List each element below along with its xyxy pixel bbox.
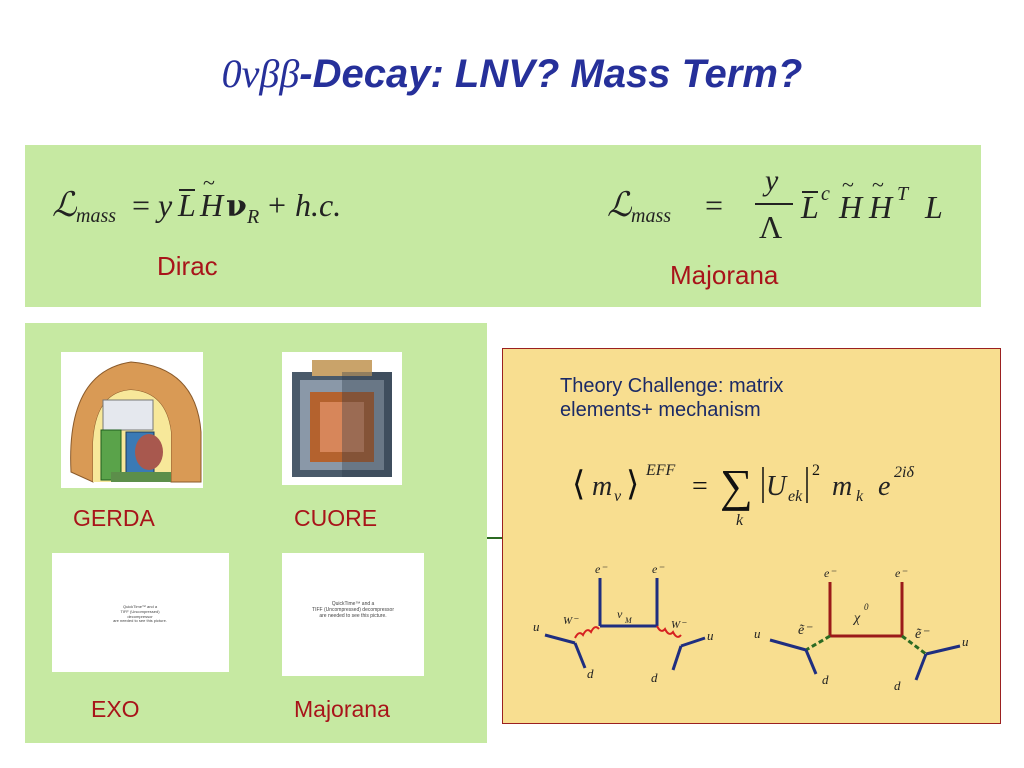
svg-text:W⁻: W⁻: [671, 619, 687, 631]
svg-text:ν: ν: [226, 189, 247, 224]
svg-text:L: L: [177, 187, 196, 223]
svg-text:e⁻: e⁻: [595, 562, 608, 576]
svg-text:2: 2: [812, 462, 820, 479]
svg-text:d: d: [894, 678, 901, 693]
svg-text:ℒ: ℒ: [52, 187, 78, 224]
svg-text:H: H: [838, 189, 864, 225]
svg-text:L: L: [924, 189, 943, 225]
svg-text:W⁻: W⁻: [563, 615, 579, 627]
majorana-placeholder-line3: are needed to see this picture.: [319, 613, 387, 619]
svg-text:R: R: [246, 206, 259, 228]
svg-text:c: c: [821, 183, 830, 205]
effective-mass-formula: ⟨ m ν ⟩ EFF = ∑ k U ek 2 m k e 2iδ: [572, 460, 914, 529]
svg-text:mass: mass: [631, 205, 671, 227]
svg-text:T: T: [897, 183, 910, 205]
dirac-label: Dirac: [157, 251, 218, 281]
svg-text:e⁻: e⁻: [895, 566, 908, 580]
title-text: -Decay: LNV? Mass Term?: [299, 52, 803, 96]
title-greek: 0νββ: [221, 51, 300, 96]
svg-text:=: =: [692, 471, 708, 502]
svg-text:H: H: [199, 187, 225, 223]
theory-panel: [502, 348, 1001, 724]
svg-text:~: ~: [203, 178, 215, 195]
feynman-diagram-susy: e⁻ e⁻ χ 0 ẽ⁻ ẽ⁻ u d u d: [754, 566, 969, 693]
svg-text:k: k: [736, 512, 744, 529]
svg-text:u: u: [707, 628, 714, 643]
majorana-image-placeholder: QuickTime™ and a TIFF (Uncompressed) dec…: [282, 553, 424, 676]
svg-text:d: d: [587, 666, 594, 681]
svg-text:⟩: ⟩: [626, 466, 639, 503]
dirac-mass-equation: ℒ mass = y L H ~ ν R + h.c.: [52, 178, 341, 228]
svg-text:+: +: [268, 187, 286, 223]
exo-placeholder-line1: QuickTime™ and a: [122, 604, 158, 609]
feynman-diagram-light-neutrino: e⁻ e⁻ ν M W⁻ W⁻ u d u d: [533, 562, 714, 685]
theory-challenge-text: Theory Challenge: matrix elements+ mecha…: [560, 375, 784, 421]
gerda-label: GERDA: [73, 505, 155, 531]
svg-text:U: U: [766, 471, 788, 502]
connector-line: [487, 537, 503, 539]
svg-text:⟨: ⟨: [572, 466, 585, 503]
svg-text:ℒ: ℒ: [607, 187, 633, 224]
svg-text:d: d: [651, 670, 658, 685]
svg-text:H: H: [868, 189, 894, 225]
svg-text:k: k: [856, 488, 864, 505]
svg-text:mass: mass: [76, 205, 116, 227]
svg-text:u: u: [533, 619, 540, 634]
svg-text:ẽ⁻: ẽ⁻: [915, 627, 930, 642]
exo-label: EXO: [91, 696, 140, 722]
svg-text:h.c.: h.c.: [295, 187, 341, 223]
svg-text:u: u: [962, 634, 969, 649]
slide-title: 0νββ-Decay: LNV? Mass Term?: [0, 50, 1024, 97]
svg-text:=: =: [132, 187, 150, 223]
gerda-image: [61, 352, 203, 488]
svg-text:ek: ek: [788, 488, 803, 505]
svg-text:u: u: [754, 626, 761, 641]
cuore-image: [282, 352, 402, 485]
majorana-label: Majorana: [670, 260, 779, 290]
svg-text:∑: ∑: [720, 460, 753, 511]
svg-text:ν: ν: [617, 607, 623, 621]
svg-text:ν: ν: [614, 488, 622, 505]
majorana-placeholder-line1: QuickTime™ and a: [331, 601, 375, 607]
svg-text:y: y: [155, 187, 173, 223]
exo-placeholder-line2: TIFF (Uncompressed) decompressor: [120, 608, 160, 619]
cuore-label: CUORE: [294, 505, 378, 531]
svg-text:m: m: [592, 471, 612, 502]
mass-term-panel: [25, 145, 981, 307]
majorana-experiment-label: Majorana: [294, 696, 390, 722]
svg-text:~: ~: [842, 172, 854, 197]
exo-placeholder-line3: are needed to see this picture.: [113, 618, 167, 624]
svg-text:ẽ⁻: ẽ⁻: [798, 623, 813, 638]
svg-text:y: y: [762, 164, 779, 197]
svg-text:m: m: [832, 471, 852, 502]
majorana-placeholder-line2: TIFF (Uncompressed) decompressor: [312, 607, 394, 613]
svg-text:χ: χ: [852, 611, 861, 626]
svg-text:=: =: [705, 187, 723, 223]
svg-text:e⁻: e⁻: [824, 566, 837, 580]
svg-text:L: L: [800, 189, 819, 225]
svg-text:e: e: [878, 471, 890, 502]
svg-text:0: 0: [864, 602, 869, 612]
svg-text:e⁻: e⁻: [652, 562, 665, 576]
majorana-mass-equation: ℒ mass = y Λ L c H ~ H ~ T L: [607, 164, 943, 245]
svg-text:~: ~: [872, 172, 884, 197]
svg-text:d: d: [822, 672, 829, 687]
exo-image-placeholder: QuickTime™ and a TIFF (Uncompressed) dec…: [52, 553, 229, 672]
svg-text:M: M: [624, 616, 633, 625]
svg-text:EFF: EFF: [645, 462, 676, 479]
svg-text:2iδ: 2iδ: [894, 464, 914, 481]
svg-text:Λ: Λ: [759, 209, 782, 245]
